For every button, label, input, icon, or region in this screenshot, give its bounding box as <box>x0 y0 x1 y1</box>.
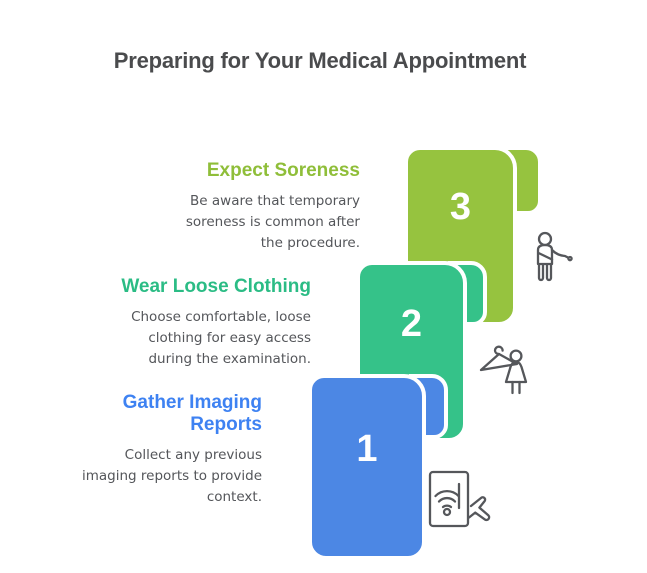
sore-person-icon <box>531 230 575 290</box>
step-3-number: 3 <box>449 186 472 228</box>
step-2-heading: Wear Loose Clothing <box>121 276 311 297</box>
step-2-number: 2 <box>400 303 423 345</box>
step-2-text-block: Wear Loose Clothing Choose comfortable, … <box>41 276 311 370</box>
imaging-report-icon <box>426 468 498 536</box>
step-1-text-block: Gather Imaging Reports Collect any previ… <box>0 392 262 508</box>
step-3-text-block: Expect Soreness Be aware that temporary … <box>90 160 360 254</box>
step-3-heading: Expect Soreness <box>206 160 360 181</box>
ribbon-1-body: 1 <box>308 374 426 560</box>
step-1-heading: Gather Imaging Reports <box>122 392 262 435</box>
step-2-description: Choose comfortable, loose clothing for e… <box>131 309 311 367</box>
page-title: Preparing for Your Medical Appointment <box>113 48 527 73</box>
step-3-description: Be aware that temporary soreness is comm… <box>185 193 360 251</box>
clothing-hanger-icon <box>478 343 532 407</box>
step-1-description: Collect any previous imaging reports to … <box>81 447 262 505</box>
step-1-number: 1 <box>356 428 378 470</box>
